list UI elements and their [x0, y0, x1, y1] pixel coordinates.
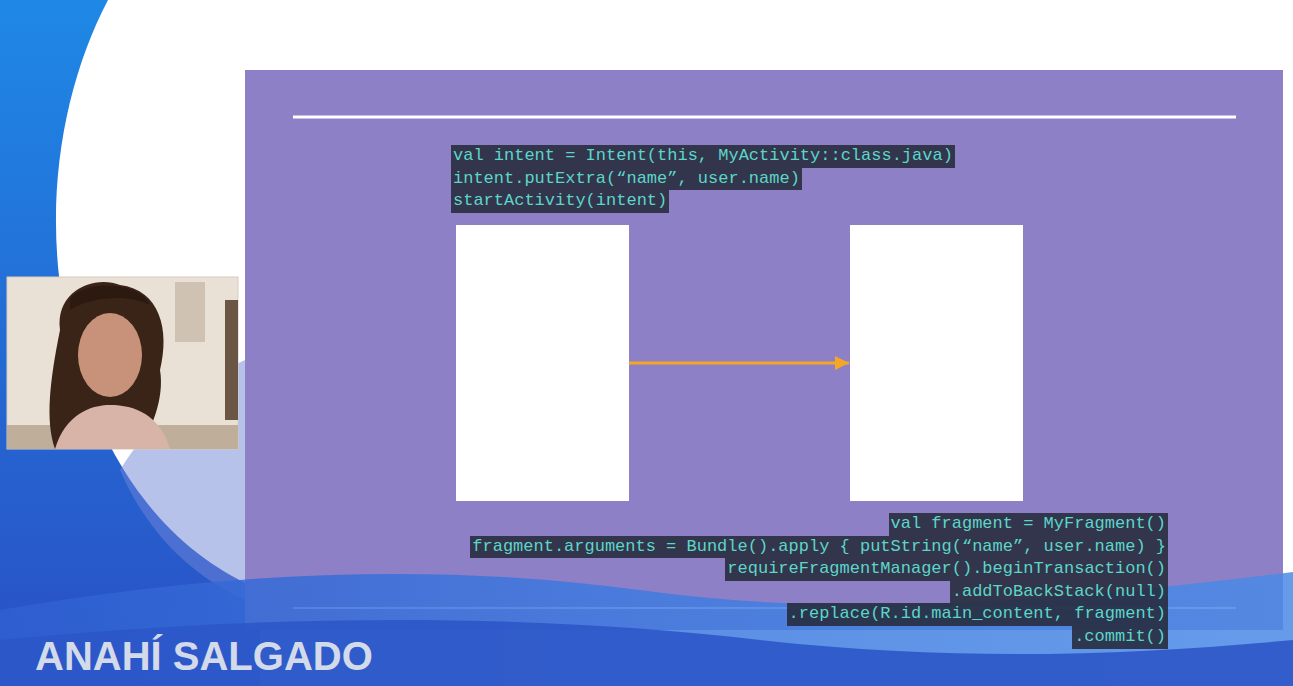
code-line: .replace(R.id.main_content, fragment) [787, 603, 1168, 626]
code-snippet: val fragment = MyFragment()fragment.argu… [470, 513, 1168, 649]
slide-rule [293, 116, 1236, 119]
webcam-hair-top [70, 286, 150, 310]
code-line: fragment.arguments = Bundle().apply { pu… [470, 536, 1168, 559]
code-line: .addToBackStack(null) [950, 581, 1168, 604]
webcam-feed [7, 277, 238, 449]
code-snippet: val intent = Intent(this, MyActivity::cl… [451, 145, 955, 213]
bottom-wave [0, 620, 1293, 686]
webcam-border [7, 277, 238, 449]
code-line: requireFragmentManager().beginTransactio… [725, 558, 1168, 581]
code-line: intent.putExtra(“name”, user.name) [451, 168, 802, 191]
bottom-wave [0, 572, 1293, 686]
speaker-name: ANAHÍ SALGADO [35, 636, 373, 676]
screen-box: val intent = Intent(this, MyActivity::cl… [456, 225, 629, 501]
webcam-frame [7, 277, 238, 449]
slide-panel [245, 70, 1283, 630]
webcam-body [55, 405, 170, 449]
flow-arrow [629, 362, 849, 365]
webcam-face [78, 313, 142, 397]
code-line: val fragment = MyFragment() [889, 513, 1168, 536]
code-line: .commit() [1072, 626, 1168, 649]
webcam-wall-item [175, 282, 205, 342]
screen-box: val fragment = MyFragment()fragment.argu… [850, 225, 1023, 501]
code-line: val intent = Intent(this, MyActivity::cl… [451, 145, 955, 168]
webcam-door [225, 300, 238, 420]
code-line: startActivity(intent) [451, 190, 669, 213]
